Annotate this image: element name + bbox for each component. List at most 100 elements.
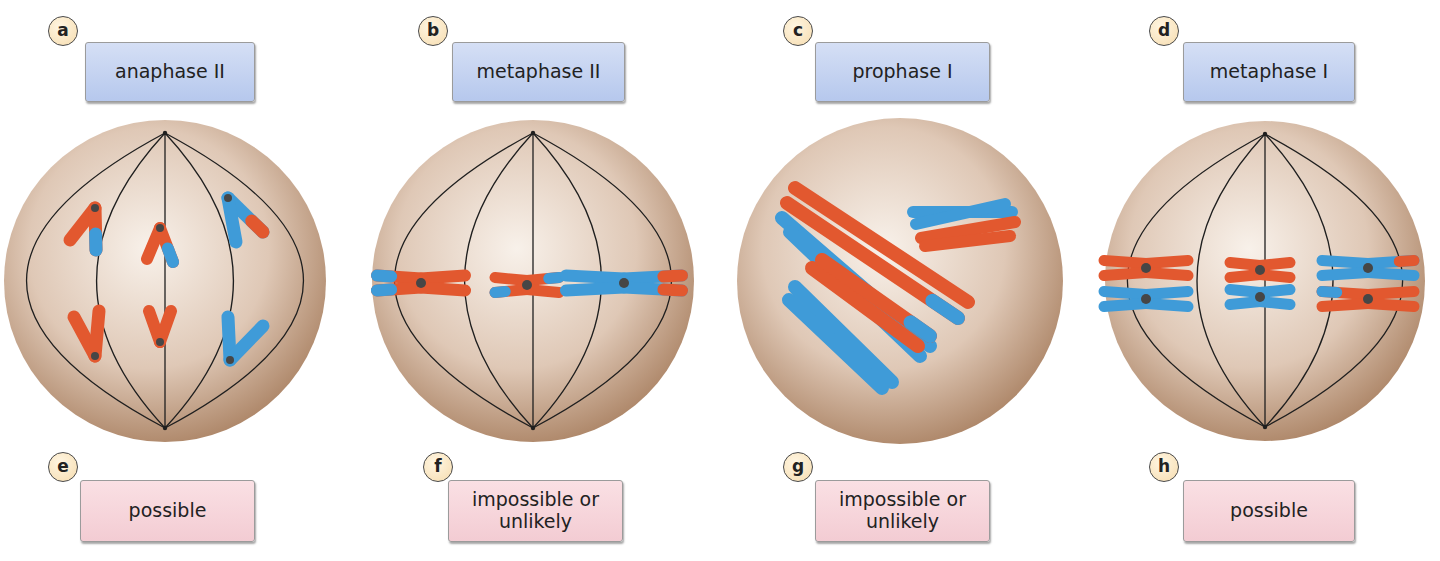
centromere bbox=[156, 338, 164, 346]
verdict-box: fimpossible or unlikely bbox=[448, 480, 623, 542]
stage-label-box: dmetaphase I bbox=[1183, 42, 1355, 102]
chromatid-arm bbox=[377, 276, 421, 279]
spindle-pole bbox=[1263, 132, 1267, 136]
chromatid-tip bbox=[252, 221, 263, 232]
verdict-box: hpossible bbox=[1183, 480, 1355, 542]
chromatid-tip bbox=[89, 234, 102, 250]
chromatid-arm bbox=[160, 311, 171, 342]
panel-letter: g bbox=[783, 452, 813, 482]
chromatid-arm bbox=[1368, 304, 1414, 307]
chromatid-arm bbox=[566, 276, 624, 279]
chromatid-arm bbox=[925, 236, 1010, 246]
chromatid-arm bbox=[1260, 275, 1290, 278]
chromatid-arm bbox=[1146, 261, 1188, 264]
cell-body bbox=[4, 120, 326, 442]
chromatid-arm bbox=[421, 288, 465, 291]
chromatid-arm bbox=[624, 276, 682, 279]
spindle-fiber bbox=[164, 133, 165, 428]
centromere bbox=[91, 352, 99, 360]
chromatid-arm bbox=[1260, 302, 1290, 305]
chromatid-arm bbox=[421, 276, 465, 279]
chromatid-arm bbox=[1322, 304, 1368, 307]
spindle-pole bbox=[1263, 425, 1267, 429]
box-label: possible bbox=[1230, 500, 1308, 522]
chromatid-tip bbox=[663, 270, 682, 283]
verdict-box: epossible bbox=[80, 480, 255, 542]
spindle-pole bbox=[531, 426, 535, 430]
chromatid-arm bbox=[624, 288, 682, 291]
chromatid-tip bbox=[1399, 255, 1414, 267]
box-label: possible bbox=[129, 500, 207, 522]
chromatid-arm bbox=[1368, 273, 1414, 276]
spindle-fiber bbox=[97, 133, 165, 428]
panel-letter: e bbox=[48, 452, 78, 482]
spindle-pole bbox=[163, 131, 167, 135]
centromere bbox=[416, 278, 426, 288]
chromatid-arm bbox=[1104, 273, 1146, 276]
box-label: metaphase I bbox=[1210, 61, 1328, 83]
chromatid-arm bbox=[1146, 292, 1188, 295]
stage-label-box: cprophase I bbox=[815, 42, 990, 102]
centromere bbox=[619, 278, 629, 288]
stage-label-box: bmetaphase II bbox=[452, 42, 625, 102]
spindle-pole bbox=[163, 426, 167, 430]
centromere bbox=[1255, 265, 1265, 275]
chromatid-tip bbox=[377, 284, 391, 297]
centromere bbox=[91, 204, 99, 212]
chromatid-arm bbox=[1146, 273, 1188, 276]
panel-letter: f bbox=[423, 452, 453, 482]
centromere bbox=[226, 356, 234, 364]
chromatid-arm bbox=[160, 228, 173, 262]
chromatid-arm bbox=[1146, 304, 1188, 307]
chromatid-arm bbox=[527, 278, 559, 281]
chromatid-arm bbox=[1104, 292, 1146, 295]
stage-label-box: aanaphase II bbox=[85, 42, 255, 102]
chromatid-arm bbox=[1260, 263, 1290, 266]
chromatid-arm bbox=[1322, 261, 1368, 264]
box-label: impossible or unlikely bbox=[457, 489, 614, 533]
chromatid-arm bbox=[822, 260, 930, 336]
box-label: metaphase II bbox=[477, 61, 601, 83]
chromatid-tip bbox=[911, 322, 930, 336]
chromatid-arm bbox=[1368, 261, 1414, 264]
centromere bbox=[522, 280, 532, 290]
chromatid-tip bbox=[377, 270, 391, 283]
chromatid-tip bbox=[932, 301, 958, 318]
cell-body bbox=[1105, 121, 1425, 441]
verdict-box: gimpossible or unlikely bbox=[815, 480, 990, 542]
spindle-fiber bbox=[27, 133, 165, 428]
panel-letter: d bbox=[1149, 16, 1179, 46]
chromatid-tip bbox=[1322, 286, 1337, 298]
chromatid-arm bbox=[812, 268, 918, 346]
chromatid-arm bbox=[1322, 273, 1368, 276]
centromere bbox=[156, 224, 164, 232]
chromatid-arm bbox=[566, 288, 624, 291]
box-label: anaphase II bbox=[115, 61, 225, 83]
chromatid-tip bbox=[549, 272, 559, 284]
spindle-fiber bbox=[165, 133, 233, 428]
chromatid-tip bbox=[168, 248, 173, 262]
chromatid-arm bbox=[527, 290, 559, 293]
chromatid-arm bbox=[228, 198, 236, 242]
panel-letter: a bbox=[48, 16, 78, 46]
centromere bbox=[1141, 263, 1151, 273]
cell-body bbox=[372, 120, 694, 442]
centromere bbox=[1141, 294, 1151, 304]
centromere bbox=[1255, 292, 1265, 302]
spindle-fiber bbox=[1197, 134, 1265, 427]
cell-body bbox=[737, 118, 1063, 444]
chromatid-tip bbox=[663, 284, 682, 297]
panel-letter: b bbox=[418, 16, 448, 46]
chromatid-tip bbox=[495, 286, 505, 298]
spindle-fiber bbox=[165, 133, 303, 428]
spindle-pole bbox=[531, 131, 535, 135]
centromere bbox=[224, 194, 232, 202]
chromatid-arm bbox=[377, 288, 421, 291]
chromatid-arm bbox=[1104, 304, 1146, 307]
centromere bbox=[1363, 263, 1373, 273]
box-label: prophase I bbox=[852, 61, 952, 83]
chromatid-arm bbox=[1322, 292, 1368, 295]
chromatid-arm bbox=[1260, 290, 1290, 293]
centromere bbox=[1363, 294, 1373, 304]
